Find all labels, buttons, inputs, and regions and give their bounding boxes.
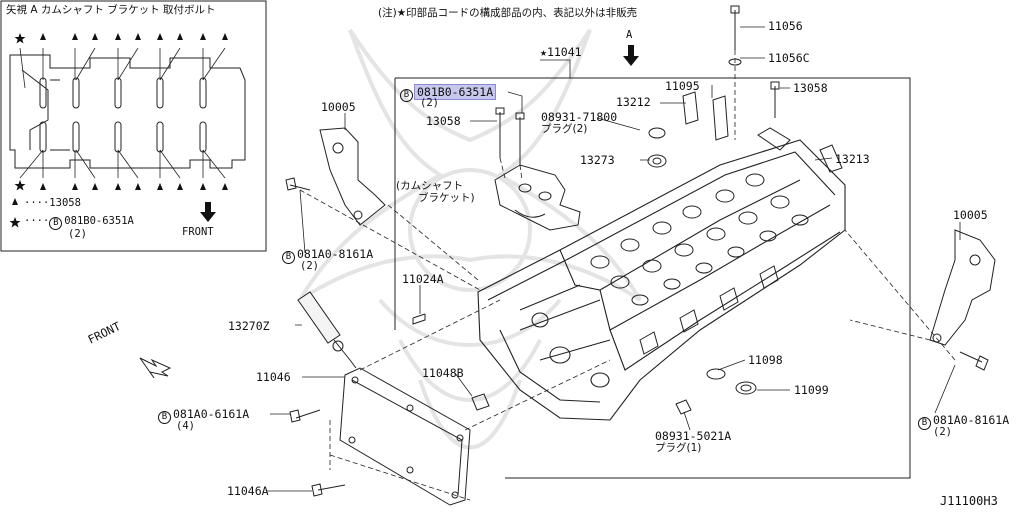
- watermark-emblem: [298, 28, 642, 450]
- exhaust-ports: [639, 265, 779, 355]
- inset-leader-lines: [19, 47, 226, 179]
- label-081a0-6161a-qty: (4): [176, 420, 195, 432]
- bracket-10005-left: [319, 127, 386, 226]
- gasket-dashed-leaders: [329, 299, 611, 501]
- view-a-arrow-icon: [623, 45, 639, 66]
- front-arrow-icon: [139, 357, 172, 379]
- leader-lines: [267, 26, 961, 492]
- diagram-id: J11100H3: [940, 494, 998, 508]
- label-11041: ★11041: [540, 45, 582, 59]
- label-plug-2: プラグ(2): [541, 123, 588, 135]
- small-parts: [412, 58, 843, 415]
- label-10005-right: 10005: [953, 208, 988, 222]
- label-08931-71800: 08931-71800: [541, 110, 618, 124]
- view-a-label: A: [626, 29, 633, 41]
- inset-title: 矢視 A カムシャフト ブラケット 取付ボルト: [6, 4, 216, 16]
- valve-bores: [590, 173, 809, 306]
- label-11046: 11046: [256, 370, 291, 384]
- inset-star-markers: [9, 33, 26, 228]
- inset-front-label: FRONT: [182, 226, 214, 238]
- rocker-cover-gasket: [339, 367, 471, 506]
- bracket-10005-right: [929, 229, 996, 346]
- camshaft-bracket: [494, 164, 581, 231]
- label-13270z: 13270Z: [228, 319, 270, 333]
- label-13213: 13213: [835, 152, 870, 166]
- label-11098: 11098: [748, 353, 783, 367]
- label-11099: 11099: [794, 383, 829, 397]
- cylinder-head-body: [477, 139, 846, 421]
- inset-triangle-markers: [12, 33, 228, 205]
- assembly-frame: [395, 77, 911, 479]
- label-081a0-8161a-left-qty: (2): [300, 260, 319, 272]
- inset-bolt-slots: [39, 77, 207, 153]
- label-11046a: 11046A: [227, 484, 269, 498]
- sensor-13270z: [297, 291, 357, 369]
- label-11095: 11095: [665, 79, 700, 93]
- label-cam-bracket-1: (カムシャフト: [396, 180, 464, 192]
- label-13058-left: 13058: [426, 114, 461, 128]
- label-plug-1: プラグ(1): [655, 442, 702, 454]
- label-10005-left: 10005: [321, 100, 356, 114]
- label-081a0-8161a-right-qty: (2): [933, 426, 952, 438]
- label-081b0-6351a-qty: (2): [420, 97, 439, 109]
- label-11024a: 11024A: [402, 272, 444, 286]
- label-11048b: 11048B: [422, 366, 464, 380]
- leader-11041: [540, 59, 571, 78]
- label-11056c: 11056C: [768, 51, 810, 65]
- label-cam-bracket-2: ブラケット): [418, 192, 475, 204]
- label-13058-top: 13058: [793, 81, 828, 95]
- label-11056: 11056: [768, 19, 803, 33]
- inset-legend-star-qty: (2): [68, 228, 87, 240]
- inset-legend-triangle: ····13058: [24, 197, 81, 209]
- dashed-bolt-axes: [299, 50, 956, 361]
- note-text: (注)★印部品コードの構成部品の内、表記以外は非販売: [378, 7, 638, 19]
- bolts: [285, 5, 989, 497]
- inset-frame: [0, 0, 267, 252]
- inset-head-outline: [9, 54, 246, 169]
- label-13273: 13273: [580, 153, 615, 167]
- label-13212: 13212: [616, 95, 651, 109]
- inset-front-arrow-icon: [200, 202, 216, 222]
- label-08931-5021a: 08931-5021A: [655, 429, 732, 443]
